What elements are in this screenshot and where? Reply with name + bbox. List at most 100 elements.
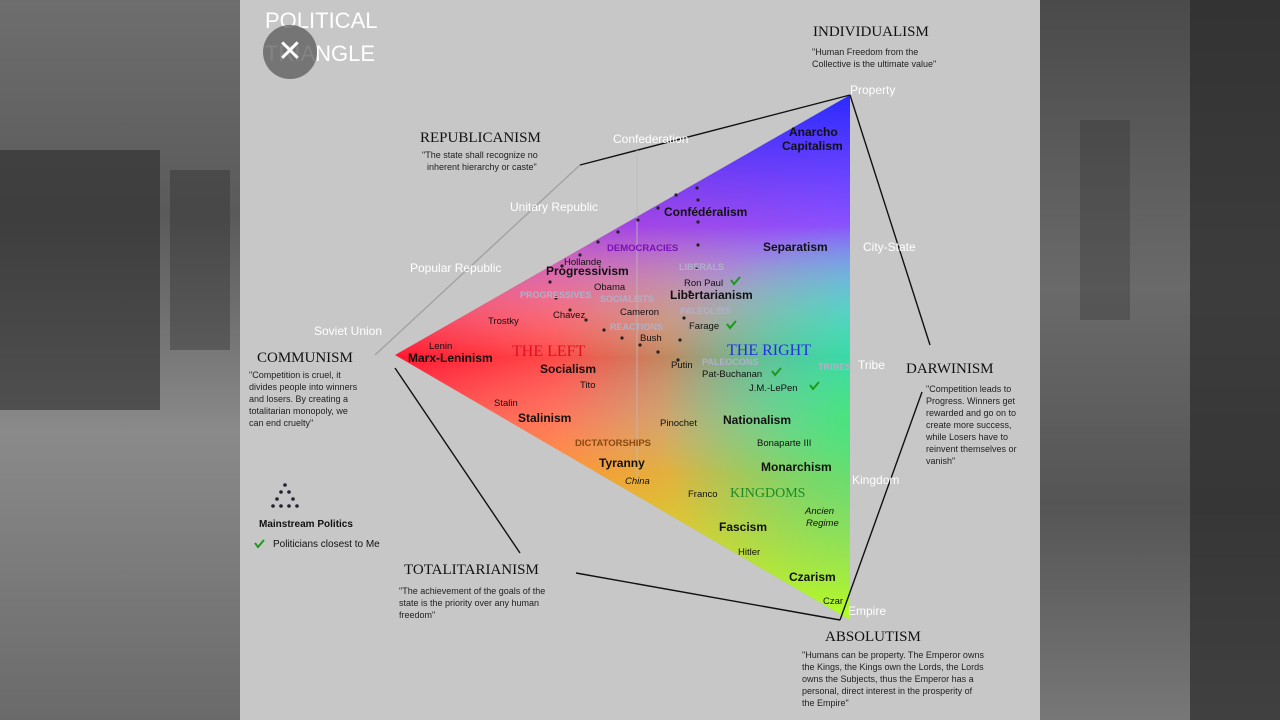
communism-desc-1: "Competition is cruel, it xyxy=(249,370,341,380)
absolutism-desc-1: "Humans can be property. The Emperor own… xyxy=(802,650,984,660)
person-trostky: Trostky xyxy=(488,316,519,327)
check-icon xyxy=(771,367,782,377)
system-marx-leninism: Marx-Leninism xyxy=(408,351,493,365)
edge-label-unitary-republic: Unitary Republic xyxy=(510,200,598,214)
person-pat-buchanan: Pat-Buchanan xyxy=(702,369,762,380)
legend-closest-label: Politicians closest to Me xyxy=(273,539,380,550)
absolutism-desc-4: personal, direct interest in the prosper… xyxy=(802,686,973,696)
political-triangle-diagram: INDIVIDUALISM "Human Freedom from the Co… xyxy=(249,8,1017,708)
absolutism-desc-5: the Empire" xyxy=(802,698,849,708)
legend: Mainstream Politics Politicians closest … xyxy=(254,483,380,550)
corner-absolutism: ABSOLUTISM "Humans can be property. The … xyxy=(802,629,984,708)
check-icon xyxy=(809,381,820,391)
person-hollande: Hollande xyxy=(564,257,602,268)
system-tyranny: Tyranny xyxy=(599,456,645,470)
person-ancien: Ancien xyxy=(804,506,834,517)
republicanism-desc-2: inherent hierarchy or caste" xyxy=(427,162,537,172)
edge-label-soviet-union: Soviet Union xyxy=(314,324,382,338)
legend-check-icon xyxy=(254,539,265,549)
darwinism-desc-5: while Losers have to xyxy=(925,432,1008,442)
system-fascism: Fascism xyxy=(719,520,767,534)
person-china: China xyxy=(625,476,650,487)
mainstream-dots xyxy=(548,186,700,362)
region-tribes: TRIBES xyxy=(818,362,851,372)
region-dictatorships: DICTATORSHIPS xyxy=(575,438,651,449)
corner-darwinism: DARWINISM "Competition leads to Progress… xyxy=(906,361,1017,466)
region-paleocons: PALEOCONS xyxy=(702,357,758,367)
totalitarianism-heading: TOTALITARIANISM xyxy=(404,562,539,578)
communism-heading: COMMUNISM xyxy=(257,350,353,366)
person-tito: Tito xyxy=(580,380,595,391)
edge-label-popular-republic: Popular Republic xyxy=(410,261,501,275)
region-paleolibs: PALEOLIBS xyxy=(680,306,731,316)
absolutism-desc-2: the Kings, the Kings own the Lords, the … xyxy=(802,662,984,672)
system-separatism: Separatism xyxy=(763,240,828,254)
republicanism-desc-1: "The state shall recognize no xyxy=(422,150,538,160)
region-labels: THE LEFT THE RIGHT DEMOCRACIES DICTATORS… xyxy=(512,243,851,501)
corner-communism: COMMUNISM "Competition is cruel, it divi… xyxy=(249,350,358,428)
person-regime: Regime xyxy=(806,518,839,529)
communism-desc-2: divides people into winners xyxy=(249,382,358,392)
legend-mainstream-label: Mainstream Politics xyxy=(259,519,353,530)
darwinism-desc-3: rewarded and go on to xyxy=(926,408,1016,418)
corner-totalitarianism: TOTALITARIANISM "The achievement of the … xyxy=(399,562,545,620)
edge-label-city-state: City-State xyxy=(863,240,916,254)
absolutism-heading: ABSOLUTISM xyxy=(825,629,921,645)
region-reactions: REACTIONS xyxy=(610,322,663,332)
outline-lines xyxy=(374,94,931,621)
region-the-right: THE RIGHT xyxy=(727,342,811,359)
system-libertarianism: Libertarianism xyxy=(670,288,753,302)
edge-label-confederation: Confederation xyxy=(613,132,688,146)
system-socialism: Socialism xyxy=(540,362,596,376)
system-stalinism: Stalinism xyxy=(518,411,571,425)
person-putin: Putin xyxy=(671,360,693,371)
person-lenin: Lenin xyxy=(429,341,452,352)
person-ron-paul: Ron Paul xyxy=(684,278,723,289)
check-icon xyxy=(730,276,741,286)
close-icon: ✕ xyxy=(277,34,303,69)
close-button[interactable]: ✕ xyxy=(263,25,317,79)
edge-label-property: Property xyxy=(850,83,895,97)
system-monarchism: Monarchism xyxy=(761,460,832,474)
individualism-heading: INDIVIDUALISM xyxy=(813,24,929,40)
edge-labels: Property Confederation Unitary Republic … xyxy=(314,83,916,618)
corner-republicanism: REPUBLICANISM "The state shall recognize… xyxy=(420,130,541,172)
politicians: Hollande Obama Ron Paul Chavez Cameron F… xyxy=(429,257,843,607)
corner-individualism: INDIVIDUALISM "Human Freedom from the Co… xyxy=(812,24,936,69)
edge-label-tribe: Tribe xyxy=(858,358,885,372)
region-democracies: DEMOCRACIES xyxy=(607,243,678,254)
background-photo-left xyxy=(0,0,240,720)
person-stalin: Stalin xyxy=(494,398,518,409)
system-confederalism: Confédéralism xyxy=(664,205,747,219)
region-liberals: LIBERALS xyxy=(679,262,724,272)
person-franco: Franco xyxy=(688,489,718,500)
political-systems: Anarcho Capitalism Confédéralism Separat… xyxy=(408,125,843,584)
person-czar: Czar xyxy=(823,596,843,607)
individualism-desc-2: Collective is the ultimate value" xyxy=(812,59,936,69)
person-jm-lepen: J.M.-LePen xyxy=(749,383,798,394)
mainstream-dots-icon xyxy=(271,483,299,508)
darwinism-desc-1: "Competition leads to xyxy=(926,384,1011,394)
absolutism-desc-3: owns the Subjects, thus the Emperor has … xyxy=(802,674,974,684)
system-czarism: Czarism xyxy=(789,570,836,584)
region-the-left: THE LEFT xyxy=(512,343,586,360)
political-triangle-panel: INDIVIDUALISM "Human Freedom from the Co… xyxy=(240,0,1040,720)
person-bush: Bush xyxy=(640,333,662,344)
darwinism-desc-7: vanish" xyxy=(926,456,955,466)
person-chavez: Chavez xyxy=(553,310,585,321)
person-hitler: Hitler xyxy=(738,547,760,558)
person-pinochet: Pinochet xyxy=(660,418,697,429)
check-icon xyxy=(726,320,737,330)
system-anarcho: Anarcho xyxy=(789,125,838,139)
color-triangle xyxy=(395,95,850,620)
communism-desc-5: can end cruelty" xyxy=(249,418,313,428)
communism-desc-4: totalitarian monopoly, we xyxy=(249,406,348,416)
individualism-desc-1: "Human Freedom from the xyxy=(812,47,918,57)
person-farage: Farage xyxy=(689,321,719,332)
closest-politician-checks xyxy=(726,276,820,391)
region-socialists: SOCIALISTS xyxy=(600,294,654,304)
edge-label-empire: Empire xyxy=(848,604,886,618)
totalitarianism-desc-2: state is the priority over any human xyxy=(399,598,539,608)
darwinism-desc-2: Progress. Winners get xyxy=(926,396,1016,406)
person-obama: Obama xyxy=(594,282,626,293)
